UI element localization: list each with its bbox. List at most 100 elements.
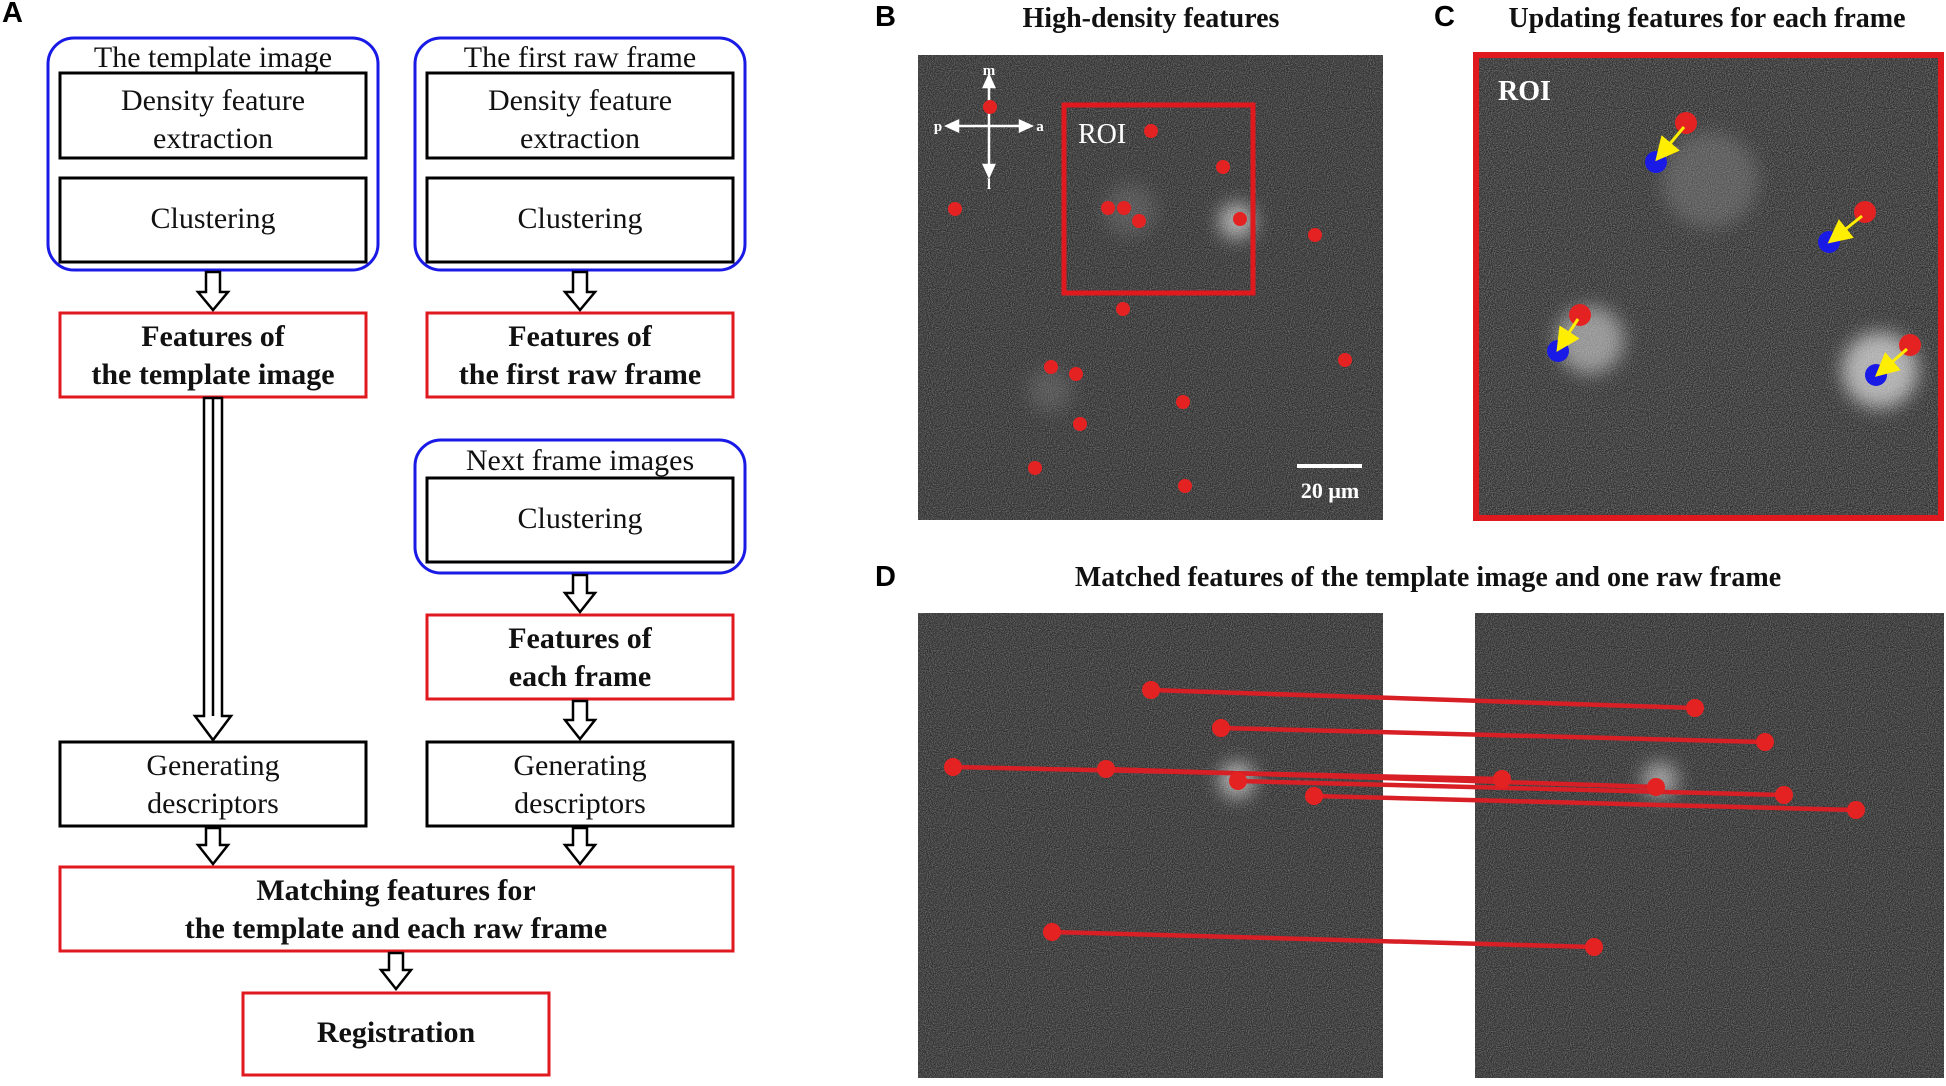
template-step1-line2: extraction [153,122,273,155]
match-line [1103,766,1659,790]
matching-features-box [58,865,735,953]
match-endpoint [1229,772,1247,790]
match-endpoint [1493,770,1511,788]
arrow-each-features-to-descriptors [562,699,598,742]
old-feature-dot [1569,304,1591,326]
next-group-title: Next frame images [466,444,694,477]
each-features-line1: Features of [508,622,653,655]
feature-dot [1338,353,1352,367]
arrow-template-to-features [195,270,231,312]
next-clustering-box [425,476,735,564]
panel-b-letter: B [875,1,896,33]
registration-box [241,991,551,1077]
feature-dot [948,202,962,216]
match-line [1148,687,1698,711]
feature-dot [1308,228,1322,242]
raw-step1-line1: Density feature [488,84,672,117]
descriptors-right-line1: Generating [513,749,646,782]
match-endpoint [1043,923,1061,941]
raw-features-line1: Features of [508,320,653,353]
match-endpoint [1775,786,1793,804]
feature-dot [1116,302,1130,316]
arrow-right-descriptors-to-matching [562,826,598,867]
match-lines [950,687,1859,950]
match-endpoint [1686,699,1704,717]
feature-dots [948,100,1352,493]
motion-arrow [1556,318,1580,353]
template-features-box [58,311,368,399]
arrow-matching-to-registration [378,951,414,992]
first-raw-frame-group [413,36,747,272]
updated-feature-dot [1547,340,1569,362]
match-endpoint [1585,938,1603,956]
feature-dot [1028,461,1042,475]
feature-updates [1547,112,1921,386]
next-clustering-label: Clustering [518,502,643,535]
panel-c-letter: C [1434,1,1455,33]
updated-feature-dot [1645,151,1667,173]
feature-dot [1044,360,1058,374]
descriptors-left-box [58,740,368,828]
template-features-line1: Features of [141,320,286,353]
roi-zoom-micrograph [1474,54,1943,520]
feature-dot [1176,395,1190,409]
motion-arrow [1827,214,1863,244]
match-endpoint [1847,801,1865,819]
match-endpoints [944,681,1865,956]
match-line [1218,725,1768,745]
match-line [1235,778,1787,798]
raw-clustering-label: Clustering [518,202,643,235]
panel-c-title: Updating features for each frame [1508,3,1905,34]
template-density-extraction-box [58,71,368,160]
descriptors-right-box [425,740,735,828]
template-group-title: The template image [94,41,332,74]
raw-group-title: The first raw frame [464,41,696,74]
registration-label: Registration [317,1016,476,1049]
template-image-group [46,36,380,272]
match-endpoint [1756,733,1774,751]
raw-clustering-box [425,176,735,264]
roi-zoom-frame [1473,52,1944,521]
match-endpoint [1142,681,1160,699]
raw-density-extraction-box [425,71,735,160]
match-line [1311,793,1859,813]
template-clustering-label: Clustering [151,202,276,235]
feature-dot [1233,212,1247,226]
motion-arrow [1655,126,1686,162]
raw-frame-micrograph [1475,613,1944,1078]
raw-features-line2: the first raw frame [459,358,701,391]
match-endpoint [1212,719,1230,737]
feature-dot [1144,124,1158,138]
raw-features-box [425,311,735,399]
feature-dot [1101,201,1115,215]
match-endpoint [1097,760,1115,778]
arrow-left-descriptors-to-matching [195,826,231,867]
matching-line2: the template and each raw frame [185,912,607,945]
matching-line1: Matching features for [256,874,535,907]
raw-step1-line2: extraction [520,122,640,155]
feature-dot [1073,417,1087,431]
panel-b-roi-label: ROI [1078,119,1126,150]
panel-c-roi-label: ROI [1498,76,1551,107]
compass-left-label: p [934,119,942,135]
feature-dot [1117,201,1131,215]
panel-d-letter: D [875,561,896,593]
template-step1-line1: Density feature [121,84,305,117]
old-feature-dot [1675,112,1697,134]
match-line [1049,929,1597,950]
each-features-line2: each frame [509,660,651,693]
scale-bar-label: 20 μm [1301,478,1359,503]
compass-up-label: m [983,63,996,79]
match-endpoint [944,758,962,776]
compass-down-label: l [987,177,991,193]
panel-a-letter: A [2,0,23,29]
match-endpoint [1305,787,1323,805]
arrow-next-to-each-features [562,573,598,615]
roi-rectangle [1061,102,1256,296]
match-endpoint [1647,778,1665,796]
descriptors-left-line1: Generating [146,749,279,782]
updated-feature-dot [1818,231,1840,253]
feature-dot [1178,479,1192,493]
panel-b-title: High-density features [1023,3,1280,34]
